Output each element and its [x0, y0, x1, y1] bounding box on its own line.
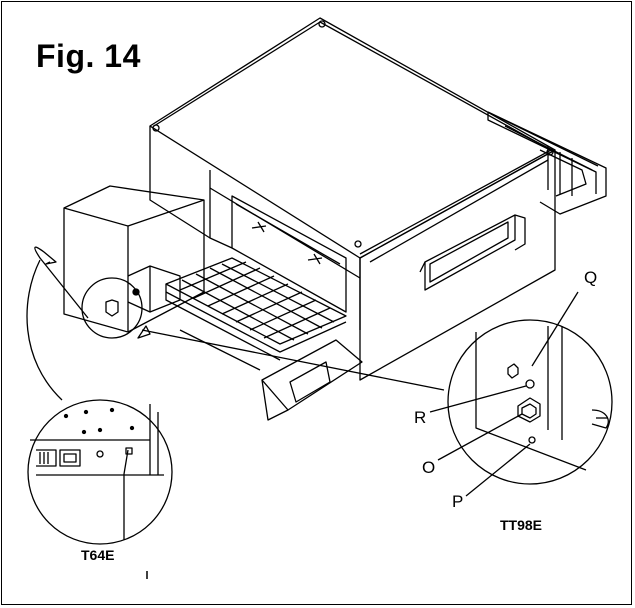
callout-r: R: [414, 408, 427, 427]
display-panel: [261, 339, 363, 421]
rear-conveyor: [487, 111, 607, 215]
figure-title: Fig. 14: [36, 38, 141, 74]
leader-right: [141, 329, 445, 391]
leader-o: [437, 413, 523, 461]
magnified-view-right: [447, 319, 613, 485]
leader-r: [429, 385, 527, 413]
leader-p: [465, 443, 531, 497]
model-label-right: TT98E: [500, 517, 543, 533]
callout-q: Q: [584, 268, 598, 287]
magnified-view-left: [27, 399, 173, 545]
detail-circle-small: [81, 277, 143, 339]
callout-o: O: [422, 458, 436, 477]
callout-p: P: [452, 492, 464, 511]
port-small: [105, 299, 119, 317]
model-label-left: T64E: [81, 547, 115, 563]
arrow-head-small: [137, 325, 151, 339]
curved-arrow-left: [34, 246, 89, 319]
oven-body: [149, 17, 556, 381]
control-box: [63, 185, 205, 333]
front-conveyor: [165, 257, 347, 371]
leader-left: [26, 259, 63, 401]
leader-q: [531, 291, 579, 367]
